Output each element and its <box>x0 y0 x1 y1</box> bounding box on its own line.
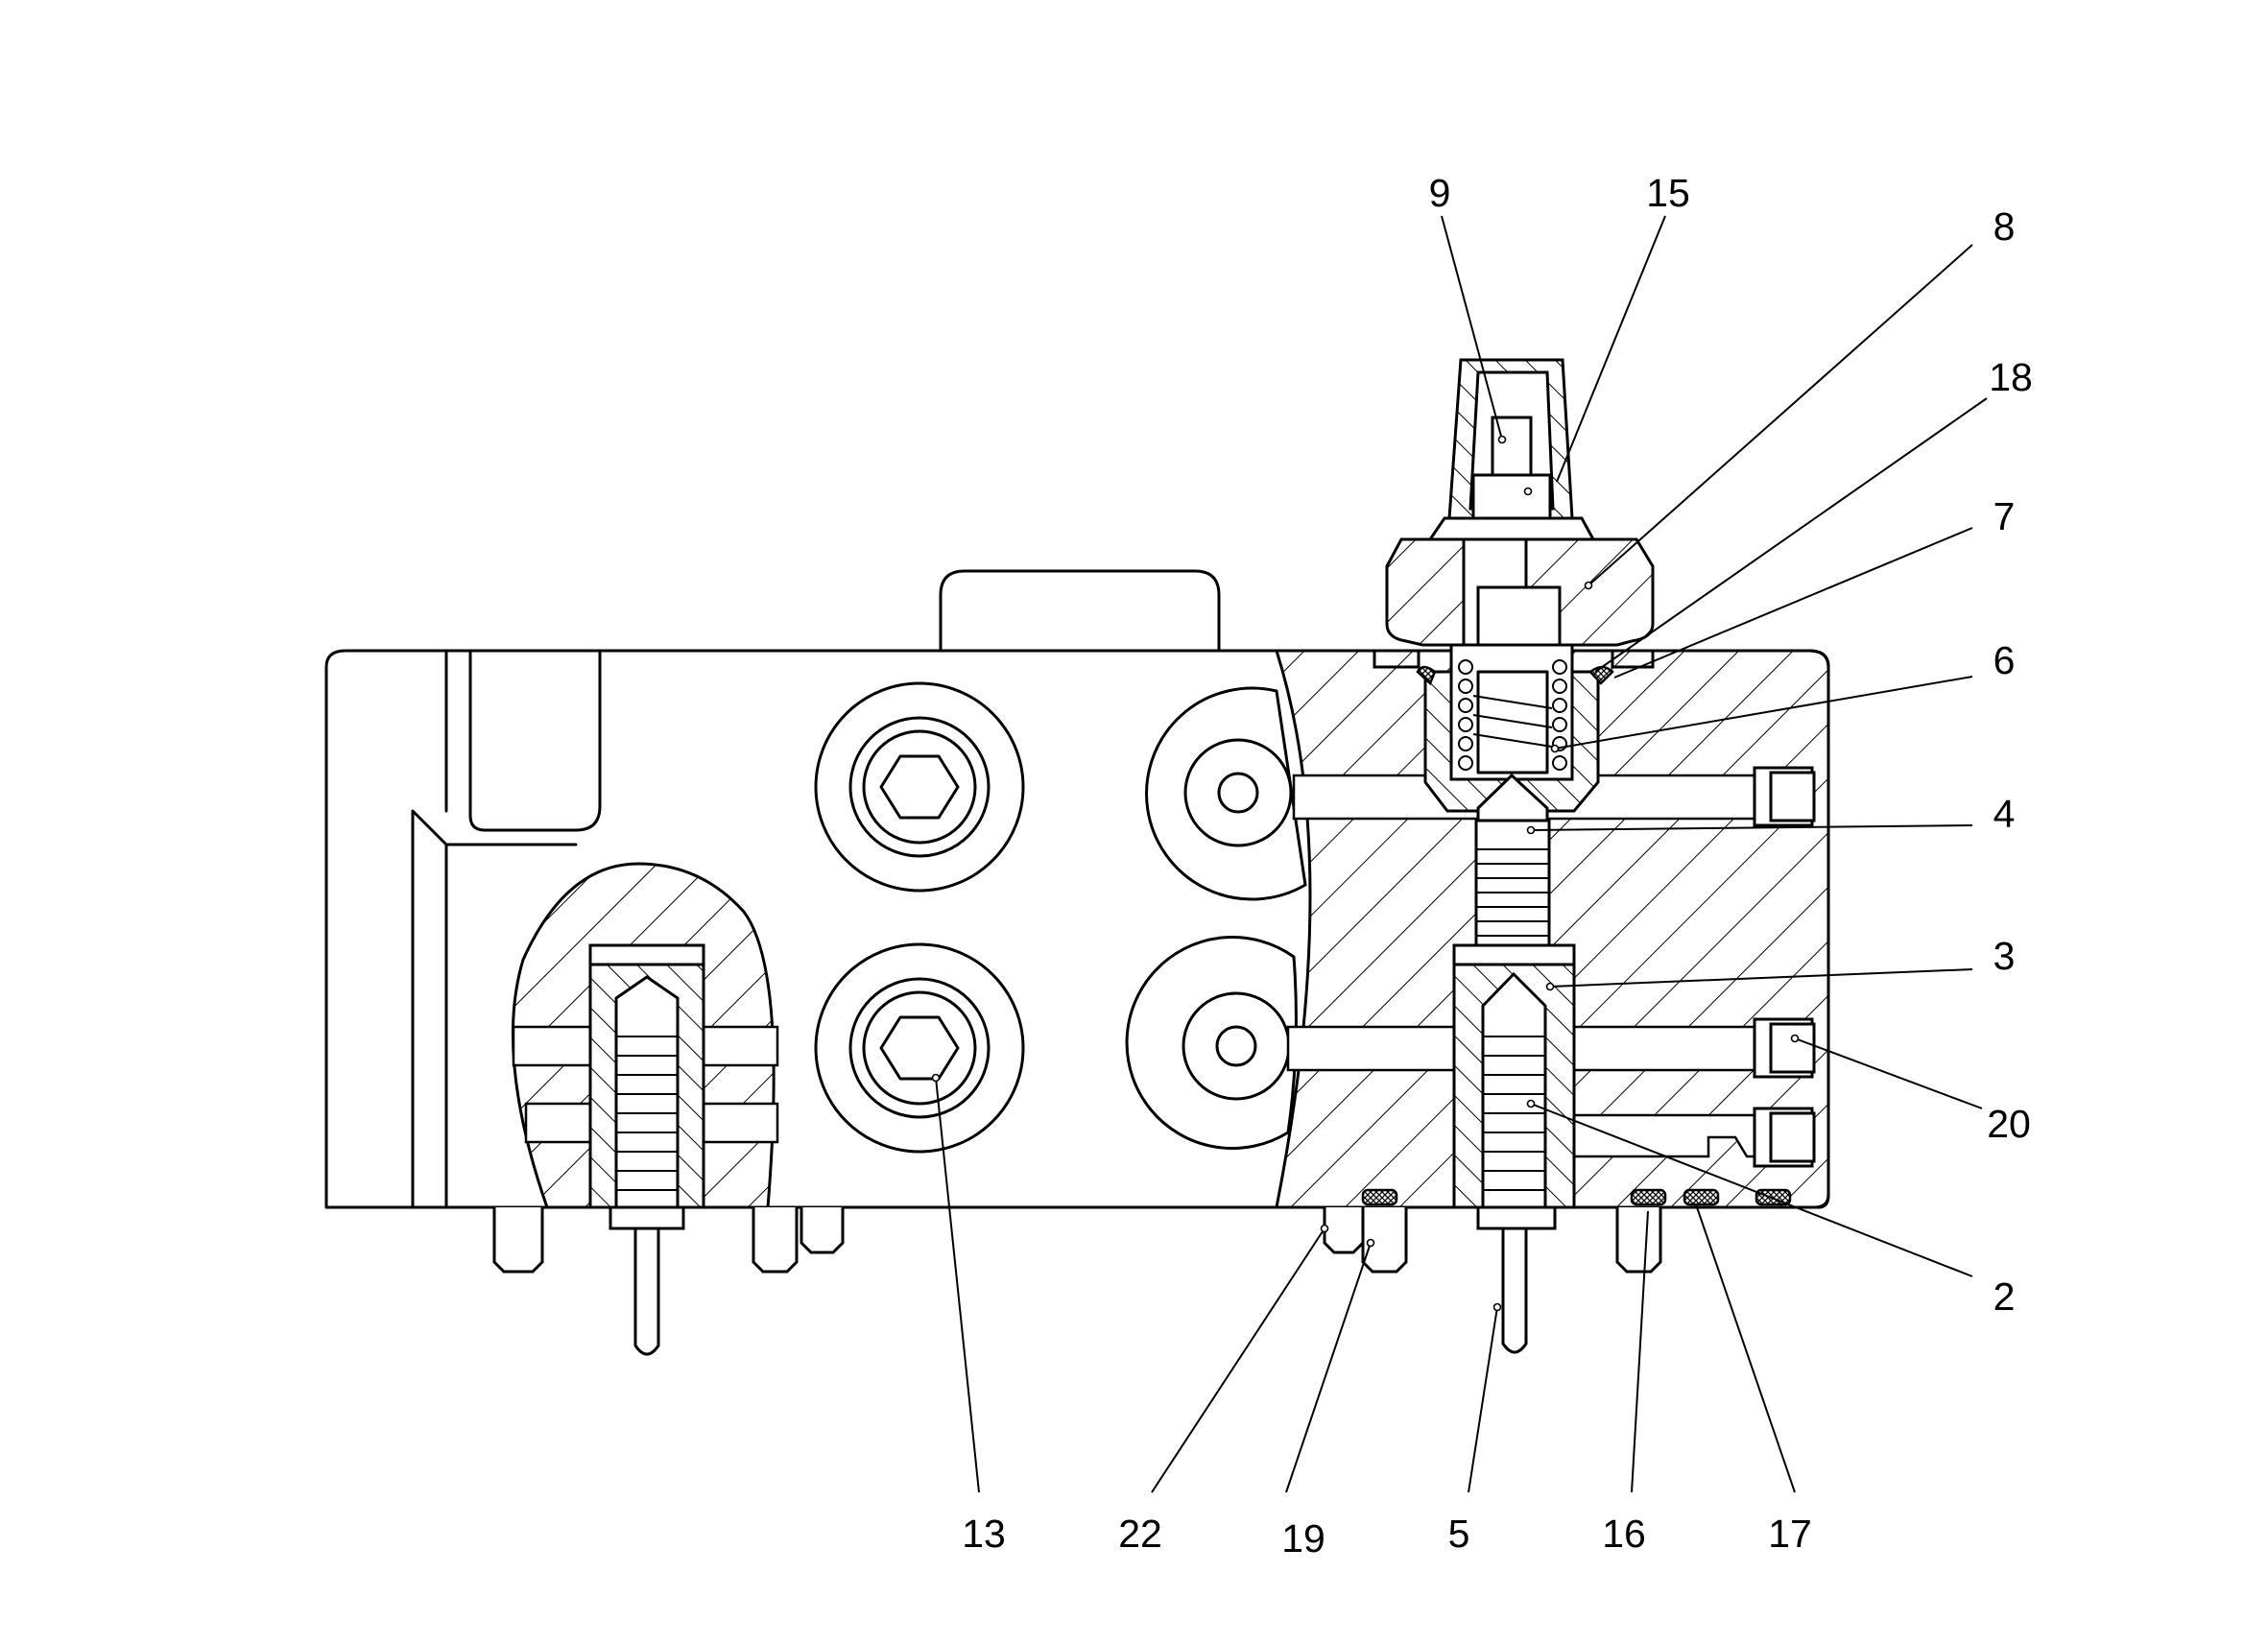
callout-19: 19 <box>1281 1516 1325 1561</box>
port-boss-lower-right <box>1125 936 1298 1150</box>
callout-labels: 9 15 8 18 7 6 4 3 20 2 13 22 19 5 16 17 <box>962 171 2033 1561</box>
port-boss-upper-right <box>1145 686 1307 901</box>
callout-13: 13 <box>962 1512 1006 1556</box>
lower-valve <box>1452 943 1576 1354</box>
adjuster-housing <box>1385 531 1655 648</box>
bottom-plugs <box>492 1188 1792 1274</box>
port-fitting-right <box>1753 766 1816 1168</box>
collar-right <box>1611 649 1655 669</box>
adjuster-cap <box>1427 358 1596 541</box>
poppet <box>1474 773 1551 959</box>
callout-3: 3 <box>1993 934 2016 978</box>
port-boss-upper-left <box>814 681 1025 893</box>
callout-8: 8 <box>1993 204 2016 249</box>
left-valve <box>588 943 705 1356</box>
callout-6: 6 <box>1993 638 2016 682</box>
callout-2: 2 <box>1993 1275 2016 1319</box>
callout-4: 4 <box>1993 792 2016 836</box>
callout-18: 18 <box>1989 355 2033 399</box>
collar-left <box>1373 649 1420 669</box>
spring-cartridge <box>1416 643 1614 813</box>
callout-5: 5 <box>1448 1512 1470 1556</box>
callout-16: 16 <box>1602 1512 1646 1556</box>
callout-20: 20 <box>1987 1102 2031 1146</box>
callout-15: 15 <box>1646 171 1690 215</box>
callout-22: 22 <box>1118 1512 1162 1556</box>
leader-lines <box>931 215 1988 1493</box>
callout-9: 9 <box>1429 171 1451 215</box>
callout-7: 7 <box>1993 494 2016 538</box>
port-boss-lower-left <box>814 942 1025 1154</box>
callout-17: 17 <box>1768 1512 1812 1556</box>
